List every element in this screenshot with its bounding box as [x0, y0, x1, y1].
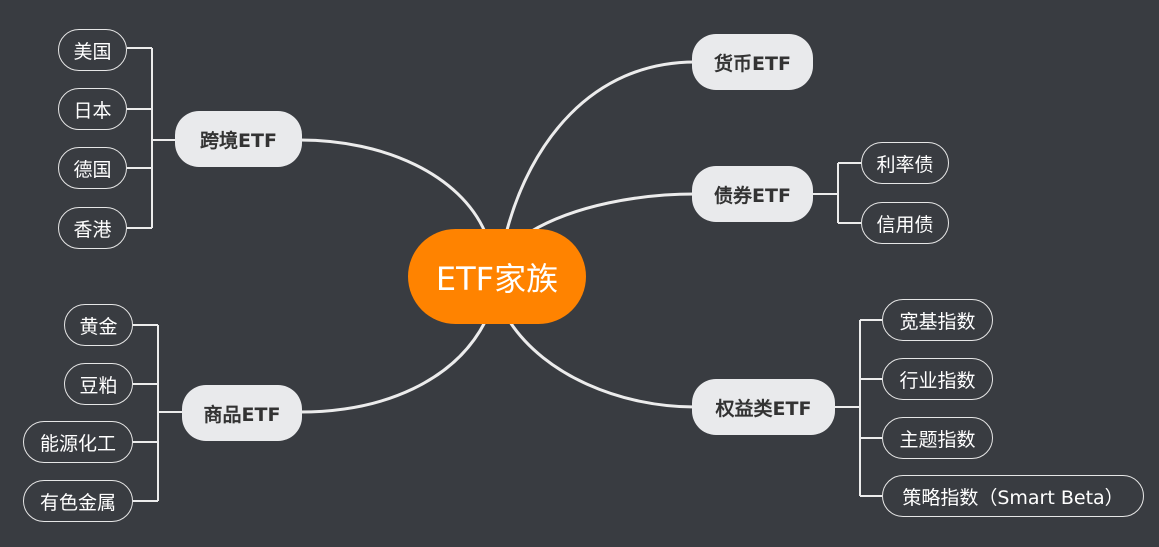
bracket-commodity	[133, 324, 182, 502]
center-node[interactable]: ETF家族	[408, 229, 586, 324]
leaf-germany[interactable]: 德国	[58, 147, 127, 189]
leaf-japan[interactable]: 日本	[58, 88, 127, 130]
connector-equity	[508, 320, 697, 409]
leaf-gold[interactable]: 黄金	[64, 304, 133, 346]
branch-cross-border-etf[interactable]: 跨境ETF	[175, 111, 302, 167]
leaf-rate-bond[interactable]: 利率债	[861, 142, 949, 184]
leaf-soybean-meal[interactable]: 豆粕	[64, 363, 133, 405]
connector-commodity	[298, 320, 487, 414]
leaf-nonferrous-metals[interactable]: 有色金属	[23, 480, 133, 522]
connector-cross-border	[298, 138, 487, 234]
bracket-cross-border	[127, 47, 175, 229]
connector-money	[505, 60, 697, 232]
branch-equity-etf[interactable]: 权益类ETF	[692, 379, 835, 435]
leaf-energy-chemicals[interactable]: 能源化工	[23, 421, 133, 463]
leaf-sector-index[interactable]: 行业指数	[882, 358, 993, 400]
bracket-bond	[812, 162, 861, 224]
leaf-hongkong[interactable]: 香港	[58, 207, 127, 249]
leaf-theme-index[interactable]: 主题指数	[882, 417, 993, 459]
branch-bond-etf[interactable]: 债券ETF	[692, 166, 813, 222]
branch-commodity-etf[interactable]: 商品ETF	[182, 385, 302, 441]
leaf-strategy-index[interactable]: 策略指数（Smart Beta）	[882, 475, 1144, 517]
leaf-broad-index[interactable]: 宽基指数	[882, 299, 993, 341]
bracket-equity	[835, 319, 882, 497]
leaf-credit-bond[interactable]: 信用债	[861, 202, 949, 244]
leaf-usa[interactable]: 美国	[58, 29, 127, 71]
branch-money-etf[interactable]: 货币ETF	[692, 34, 813, 90]
connector-bond	[528, 192, 697, 234]
